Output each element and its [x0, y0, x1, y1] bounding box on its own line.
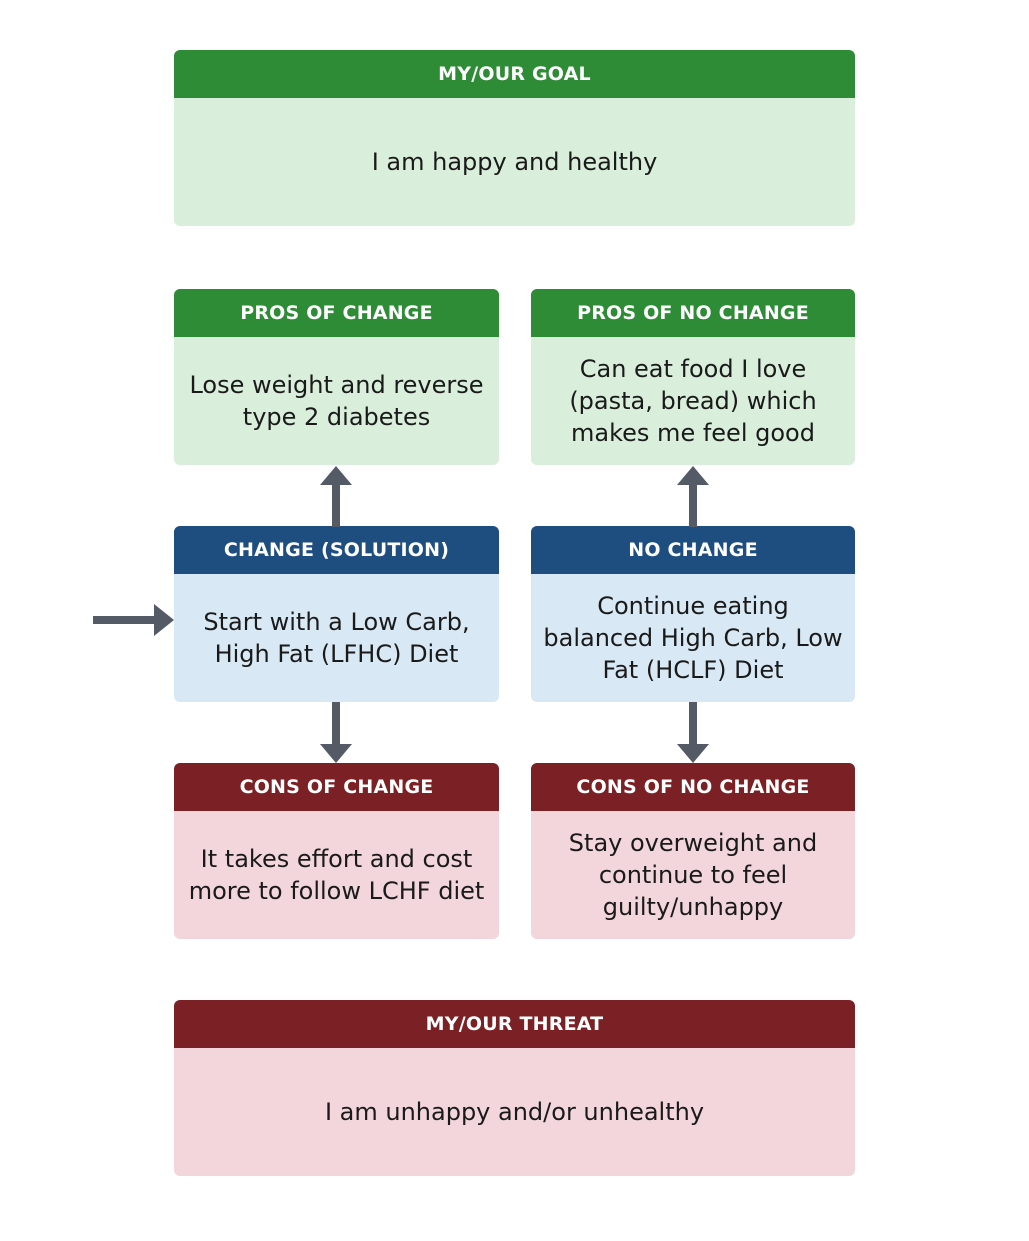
goal-title: MY/OUR GOAL: [174, 50, 855, 98]
change-solution-title: CHANGE (SOLUTION): [174, 526, 499, 574]
goal-text: I am happy and healthy: [174, 98, 855, 226]
threat-text: I am unhappy and/or unhealthy: [174, 1048, 855, 1176]
arrow-right-into-change: [93, 604, 174, 636]
cons-of-change-text: It takes effort and cost more to follow …: [174, 811, 499, 939]
arrow-down-to-cons-of-no-change: [677, 702, 709, 763]
no-change-text: Continue eating balanced High Carb, Low …: [531, 574, 855, 702]
arrow-down-to-cons-of-change: [320, 702, 352, 763]
pros-of-change-text: Lose weight and reverse type 2 diabetes: [174, 337, 499, 465]
no-change-title: NO CHANGE: [531, 526, 855, 574]
change-solution-text: Start with a Low Carb, High Fat (LFHC) D…: [174, 574, 499, 702]
pros-of-no-change-text: Can eat food I love (pasta, bread) which…: [531, 337, 855, 465]
pros-of-change-card: PROS OF CHANGE Lose weight and reverse t…: [174, 289, 499, 465]
change-solution-card: CHANGE (SOLUTION) Start with a Low Carb,…: [174, 526, 499, 702]
no-change-card: NO CHANGE Continue eating balanced High …: [531, 526, 855, 702]
threat-card: MY/OUR THREAT I am unhappy and/or unheal…: [174, 1000, 855, 1176]
cons-of-no-change-card: CONS OF NO CHANGE Stay overweight and co…: [531, 763, 855, 939]
cons-of-change-title: CONS OF CHANGE: [174, 763, 499, 811]
pros-of-no-change-title: PROS OF NO CHANGE: [531, 289, 855, 337]
cons-of-no-change-text: Stay overweight and continue to feel gui…: [531, 811, 855, 939]
arrow-up-to-pros-of-no-change: [677, 466, 709, 527]
threat-title: MY/OUR THREAT: [174, 1000, 855, 1048]
cons-of-change-card: CONS OF CHANGE It takes effort and cost …: [174, 763, 499, 939]
pros-of-no-change-card: PROS OF NO CHANGE Can eat food I love (p…: [531, 289, 855, 465]
goal-card: MY/OUR GOAL I am happy and healthy: [174, 50, 855, 226]
cons-of-no-change-title: CONS OF NO CHANGE: [531, 763, 855, 811]
pros-of-change-title: PROS OF CHANGE: [174, 289, 499, 337]
arrow-up-to-pros-of-change: [320, 466, 352, 527]
